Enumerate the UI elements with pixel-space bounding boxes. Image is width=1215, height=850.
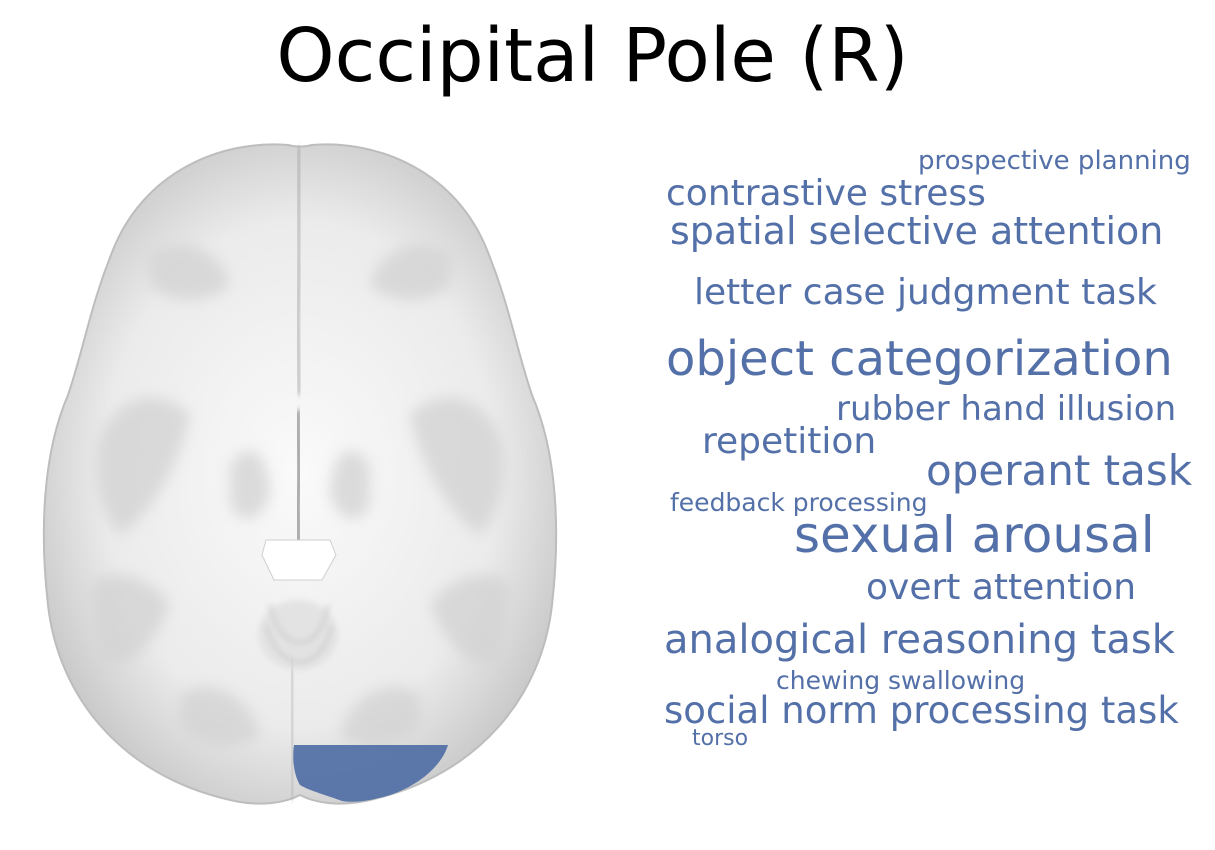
word-cloud-term: torso (692, 726, 749, 751)
word-cloud-term: repetition (702, 421, 877, 462)
word-cloud-term: letter case judgment task (694, 272, 1157, 313)
word-cloud-term: contrastive stress (666, 173, 986, 214)
word-cloud-term: feedback processing (670, 488, 928, 517)
brain-axial-slice (42, 143, 558, 805)
word-cloud-term: social norm processing task (664, 689, 1179, 732)
word-cloud-term: prospective planning (918, 146, 1191, 176)
occipital-pole-region (293, 745, 448, 802)
word-cloud-term: sexual arousal (794, 506, 1155, 564)
page-title: Occipital Pole (R) (276, 13, 909, 99)
cistern (261, 539, 337, 581)
word-cloud-term: chewing swallowing (776, 666, 1026, 695)
word-cloud-term: spatial selective attention (670, 209, 1164, 253)
word-cloud-term: object categorization (666, 331, 1173, 387)
word-cloud-term: analogical reasoning task (664, 617, 1175, 663)
word-cloud-term: overt attention (866, 567, 1137, 608)
word-cloud: prospective planning contrastive stress … (640, 130, 1215, 770)
word-cloud-term: operant task (926, 446, 1193, 495)
word-cloud-term: rubber hand illusion (836, 389, 1177, 429)
